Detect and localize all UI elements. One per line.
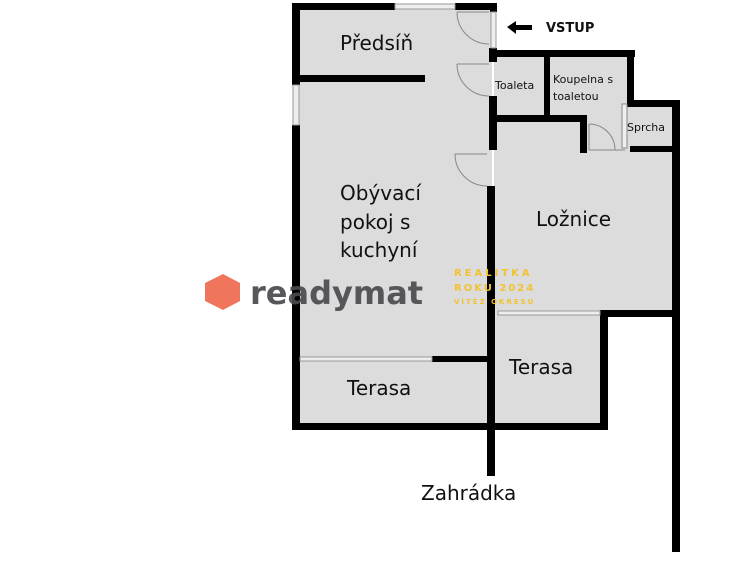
wall (580, 115, 587, 153)
wall (600, 310, 608, 430)
room-label-garden: Zahrádka (421, 481, 516, 505)
terrace-left-floor (296, 360, 492, 427)
door-shower (621, 103, 628, 149)
wall (455, 3, 497, 10)
wall (292, 3, 395, 10)
readymat-logo-icon (205, 274, 240, 310)
wall (627, 50, 634, 106)
entrance-label: VSTUP (546, 21, 594, 36)
room-label-hall: Předsíň (340, 31, 413, 55)
arrow-left-icon (507, 21, 532, 34)
living-floor (296, 80, 492, 360)
room-label-terrace-right: Terasa (508, 355, 573, 379)
walls (292, 3, 680, 552)
wall (292, 423, 608, 430)
window (299, 356, 433, 362)
award-line-3: VÍTĚZ OKRESU (454, 297, 535, 306)
room-label-living-3: kuchyní (340, 238, 419, 262)
room-label-shower: Sprcha (627, 121, 665, 134)
terrace-right-floor (494, 314, 604, 427)
room-label-toilet: Toaleta (494, 79, 534, 92)
door-entrance (456, 11, 490, 45)
window (497, 310, 601, 316)
wall (490, 115, 587, 122)
wall (432, 356, 492, 362)
floor-areas (296, 6, 675, 427)
hall-floor (296, 6, 492, 80)
room-label-bathroom-2: toaletou (553, 90, 599, 103)
room-label-bathroom-1: Koupelna s (553, 73, 613, 86)
room-label-bedroom: Ložnice (536, 207, 611, 231)
wall (600, 310, 680, 317)
room-label-terrace-left: Terasa (346, 376, 411, 400)
wall (292, 125, 300, 430)
wall (490, 3, 497, 12)
window (394, 3, 456, 10)
wall (544, 50, 550, 118)
award-badge: REALITKA ROKU 2024 VÍTĚZ OKRESU (454, 268, 535, 306)
award-line-1: REALITKA (454, 268, 533, 279)
wall (672, 100, 680, 552)
windows (292, 3, 601, 362)
room-label-living-1: Obývací (340, 181, 422, 205)
wall (627, 100, 680, 107)
wall (487, 186, 495, 476)
room-label-living-2: pokoj s (340, 210, 410, 234)
door-bathroom (588, 123, 616, 151)
window (490, 11, 497, 49)
wall (490, 50, 635, 57)
door-bedroom (454, 153, 488, 187)
wall (489, 96, 497, 150)
readymat-brand: readymat (250, 274, 423, 312)
door-hall (456, 63, 490, 97)
wall (300, 75, 425, 82)
wall (630, 146, 675, 152)
doors (454, 11, 628, 187)
toilet-floor (494, 54, 546, 118)
readymat-logo: readymat (205, 274, 423, 312)
wall (292, 3, 300, 85)
window (292, 84, 300, 126)
award-line-2: ROKU 2024 (454, 283, 535, 294)
